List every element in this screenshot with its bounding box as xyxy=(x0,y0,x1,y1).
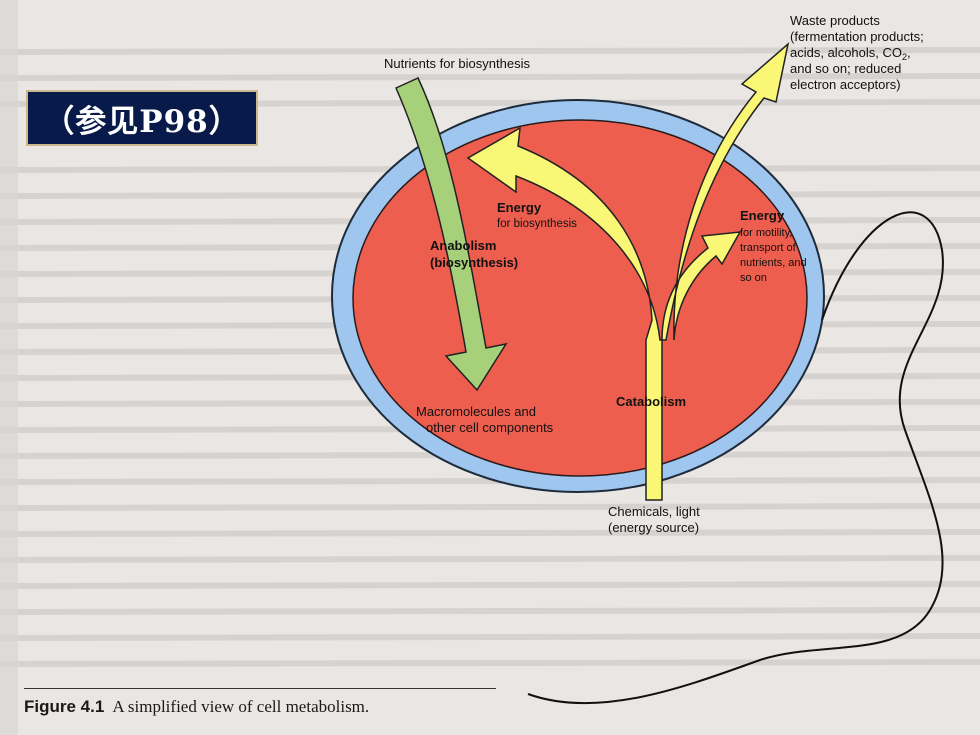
svg-text:for motility,: for motility, xyxy=(740,227,792,239)
cell-interior xyxy=(352,119,808,477)
figure-caption-text: A simplified view of cell metabolism. xyxy=(112,697,370,716)
svg-text:(biosynthesis): (biosynthesis) xyxy=(430,255,518,270)
catabolism-label: Catabolism xyxy=(616,394,686,409)
catabolism-arrow xyxy=(466,41,790,501)
svg-text:Energy: Energy xyxy=(497,200,542,215)
figure-caption: Figure 4.1 A simplified view of cell meta… xyxy=(24,697,369,717)
svg-text:(energy source): (energy source) xyxy=(608,520,699,535)
energy-motility-label: Energy for motility, transport of nutrie… xyxy=(740,208,807,284)
svg-text:transport of: transport of xyxy=(740,242,797,254)
reference-badge: （参见P98） xyxy=(26,90,258,146)
svg-text:and so on; reduced: and so on; reduced xyxy=(790,61,901,76)
svg-text:Energy: Energy xyxy=(740,208,785,223)
macromolecules-label: Macromolecules and other cell components xyxy=(416,404,554,435)
energy-biosynthesis-label: Energy for biosynthesis xyxy=(497,200,577,230)
anabolism-label: Anabolism (biosynthesis) xyxy=(430,238,518,270)
waste-products-label: Waste products (fermentation products; a… xyxy=(790,13,924,92)
svg-text:so on: so on xyxy=(740,272,767,284)
svg-text:Waste products: Waste products xyxy=(790,13,880,28)
flagellum xyxy=(527,211,944,705)
svg-text:for biosynthesis: for biosynthesis xyxy=(497,218,577,230)
figure-number: Figure 4.1 xyxy=(24,697,105,716)
nutrients-label: Nutrients for biosynthesis xyxy=(384,56,530,71)
svg-text:Chemicals, light: Chemicals, light xyxy=(608,504,700,519)
svg-text:nutrients, and: nutrients, and xyxy=(740,257,807,269)
caption-divider xyxy=(24,688,496,689)
svg-text:acids, alcohols, CO2,: acids, alcohols, CO2, xyxy=(790,45,911,62)
anabolism-arrow xyxy=(395,77,508,392)
svg-text:Anabolism: Anabolism xyxy=(430,238,496,253)
chemicals-label: Chemicals, light (energy source) xyxy=(608,504,700,535)
svg-text:Macromolecules and: Macromolecules and xyxy=(416,404,536,419)
svg-text:(fermentation products;: (fermentation products; xyxy=(790,29,924,44)
svg-text:electron acceptors): electron acceptors) xyxy=(790,77,901,92)
svg-text:other cell components: other cell components xyxy=(426,420,554,435)
